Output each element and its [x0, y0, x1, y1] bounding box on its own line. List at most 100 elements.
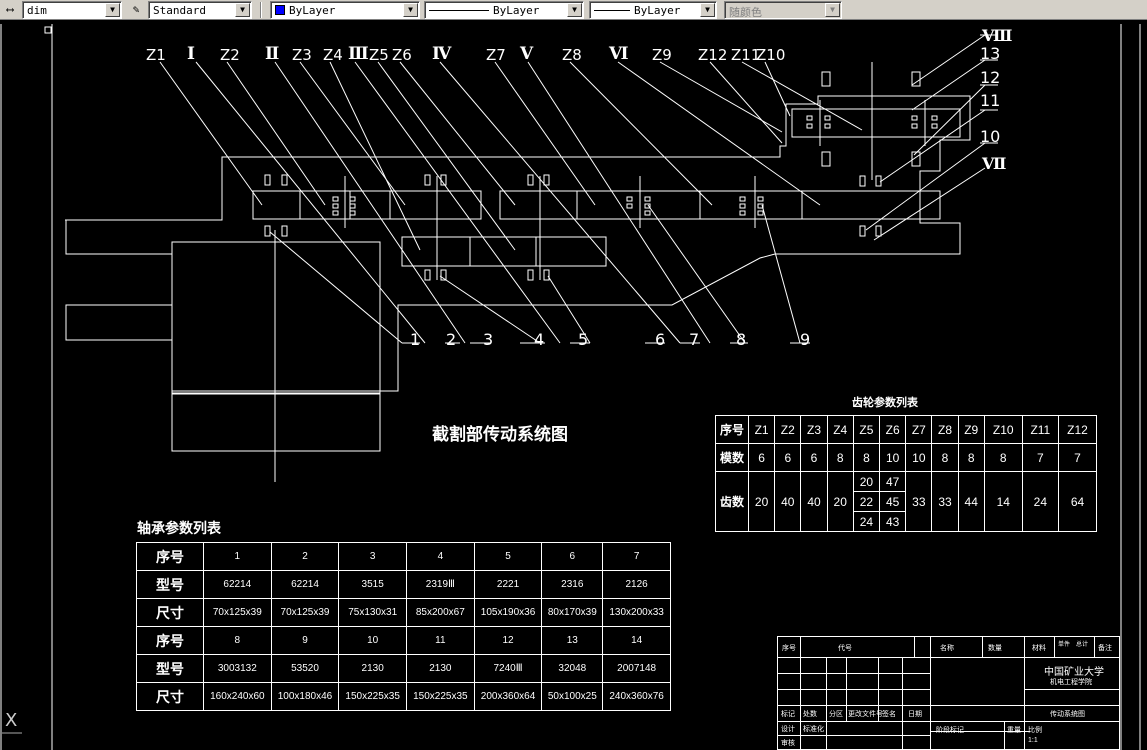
label-z3: Z3 — [292, 46, 312, 64]
gear-module: 8 — [957, 443, 985, 472]
gear-teeth: 44 — [957, 471, 985, 532]
ucs-axis-mark: X — [5, 710, 18, 731]
bearing-row-header: 型号 — [136, 570, 204, 599]
linetype-sample — [429, 10, 489, 11]
chevron-down-icon: ▼ — [825, 3, 840, 17]
bearing-cell: 2130 — [406, 654, 475, 683]
chevron-down-icon[interactable]: ▼ — [403, 3, 418, 17]
gear-name: Z3 — [800, 415, 828, 444]
bearing-cell: 53520 — [270, 654, 340, 683]
label-bearing-2: 2 — [446, 330, 457, 349]
leader-lines-top — [159, 61, 863, 344]
bearing-cell: 11 — [406, 626, 475, 655]
tb-zone: 分区 — [829, 711, 843, 718]
chevron-down-icon[interactable]: ▼ — [567, 3, 582, 17]
label-shaft-2: Ⅱ — [265, 44, 280, 64]
title-block: 序号 代号 名称 数量 材料 单件 总计 备注 中国矿业大学 机电工程学院 传动… — [777, 636, 1120, 750]
lineweight-value: ByLayer — [634, 4, 681, 17]
gear-block-2 — [401, 236, 607, 267]
chevron-down-icon[interactable]: ▼ — [105, 3, 120, 17]
bearing-row-header: 型号 — [136, 654, 204, 683]
label-bearing-7: 7 — [689, 330, 700, 349]
label-shaft-8: Ⅷ — [982, 26, 1013, 45]
gear-module: 7 — [1021, 443, 1059, 472]
text-style-icon[interactable]: ✎ — [132, 3, 140, 16]
label-bearing-12: 12 — [980, 68, 1001, 87]
plotstyle-select: 随颜色 ▼ — [724, 1, 842, 19]
color-value: ByLayer — [289, 4, 336, 17]
gear-module: 10 — [905, 443, 933, 472]
dimstyle-value: dim — [27, 4, 47, 17]
bearing-cell: 150x225x35 — [338, 682, 408, 711]
bearing-cell: 4 — [406, 542, 475, 571]
drawing-canvas[interactable]: Z1 Ⅰ Z2 Ⅱ Z3 Z4 Ⅲ Z5 Z6 Ⅳ Z7 Ⅴ Z8 Ⅵ Z9 Z… — [0, 20, 1147, 750]
gear-name: Z12 — [1057, 415, 1098, 444]
bearing-cell: 1 — [203, 542, 272, 571]
linetype-select[interactable]: ByLayer ▼ — [424, 1, 584, 19]
bearing-cell: 3 — [338, 542, 408, 571]
lineweight-select[interactable]: ByLayer ▼ — [589, 1, 717, 19]
gear-module: 8 — [852, 443, 881, 472]
color-select[interactable]: ByLayer ▼ — [270, 1, 420, 19]
tb-college: 机电工程学院 — [1050, 679, 1092, 686]
label-shaft-7: Ⅶ — [982, 154, 1007, 173]
toolbar-separator — [260, 2, 262, 18]
label-z12: Z12 — [698, 46, 728, 64]
gear-row-module: 模数 6 6 6 8 8 10 10 8 8 8 7 7 — [715, 443, 1098, 472]
plotstyle-value: 随颜色 — [729, 6, 762, 19]
gear-row-teeth: 齿数 20 40 40 20 20 47 33 33 44 14 24 64 — [715, 471, 1098, 532]
gear-teeth: 64 — [1057, 471, 1098, 532]
bearing-symbols — [264, 71, 938, 281]
textstyle-select[interactable]: Standard ▼ — [148, 1, 252, 19]
gear-module: 6 — [774, 443, 802, 472]
bearing-cell: 85x200x67 — [406, 598, 475, 627]
frame-marker — [44, 26, 52, 34]
label-z5: Z5 — [369, 46, 389, 64]
housing-outline — [65, 95, 971, 392]
dimstyle-select[interactable]: dim ▼ — [22, 1, 122, 19]
gear-header-teeth: 齿数 — [715, 471, 749, 532]
gear-table: 序号 Z1 Z2 Z3 Z4 Z5 Z6 Z7 Z8 Z9 Z10 Z11 Z1… — [715, 415, 1098, 532]
bearing-cell: 70x125x39 — [203, 598, 272, 627]
bearing-cell: 50x100x25 — [541, 682, 604, 711]
label-bearing-13: 13 — [980, 44, 1001, 63]
gear-teeth: 24 — [1021, 471, 1059, 532]
tb-scale-value: 1:1 — [1028, 737, 1038, 744]
gear-teeth: 40 — [774, 471, 802, 532]
gear-name: Z8 — [931, 415, 959, 444]
bearing-cell: 2319Ⅲ — [406, 570, 475, 599]
bearing-cell: 62214 — [203, 570, 272, 599]
gear-teeth: 22 — [852, 491, 881, 512]
gear-teeth: 33 — [905, 471, 933, 532]
tb-total: 总计 — [1076, 642, 1089, 648]
label-z8: Z8 — [562, 46, 582, 64]
gear-module: 8 — [931, 443, 959, 472]
tb-code: 代号 — [838, 645, 852, 652]
tb-standardize: 标准化 — [803, 726, 824, 733]
label-bearing-3: 3 — [483, 330, 494, 349]
gear-module: 7 — [1057, 443, 1098, 472]
chevron-down-icon[interactable]: ▼ — [700, 3, 715, 17]
gear-module: 10 — [879, 443, 907, 472]
bearing-row-header: 序号 — [136, 542, 204, 571]
dimension-style-icon[interactable]: ⟷ — [6, 3, 14, 16]
label-bearing-1: 1 — [410, 330, 421, 349]
drawing-title: 截割部传动系统图 — [432, 425, 568, 445]
bearing-cell: 13 — [541, 626, 604, 655]
bearing-cell: 62214 — [270, 570, 340, 599]
tb-review: 审核 — [781, 740, 795, 747]
bearing-cell: 2126 — [602, 570, 671, 599]
chevron-down-icon[interactable]: ▼ — [235, 3, 250, 17]
bearing-cell: 2 — [270, 542, 340, 571]
lineweight-sample — [594, 10, 630, 11]
tb-school: 中国矿业大学 — [1044, 667, 1104, 678]
gear-name: Z2 — [774, 415, 802, 444]
bearing-cell: 2007148 — [602, 654, 671, 683]
label-z1: Z1 — [146, 46, 166, 64]
gear-row-teeth-2: 22 45 — [716, 491, 1097, 512]
tb-qty: 数量 — [988, 645, 1002, 652]
